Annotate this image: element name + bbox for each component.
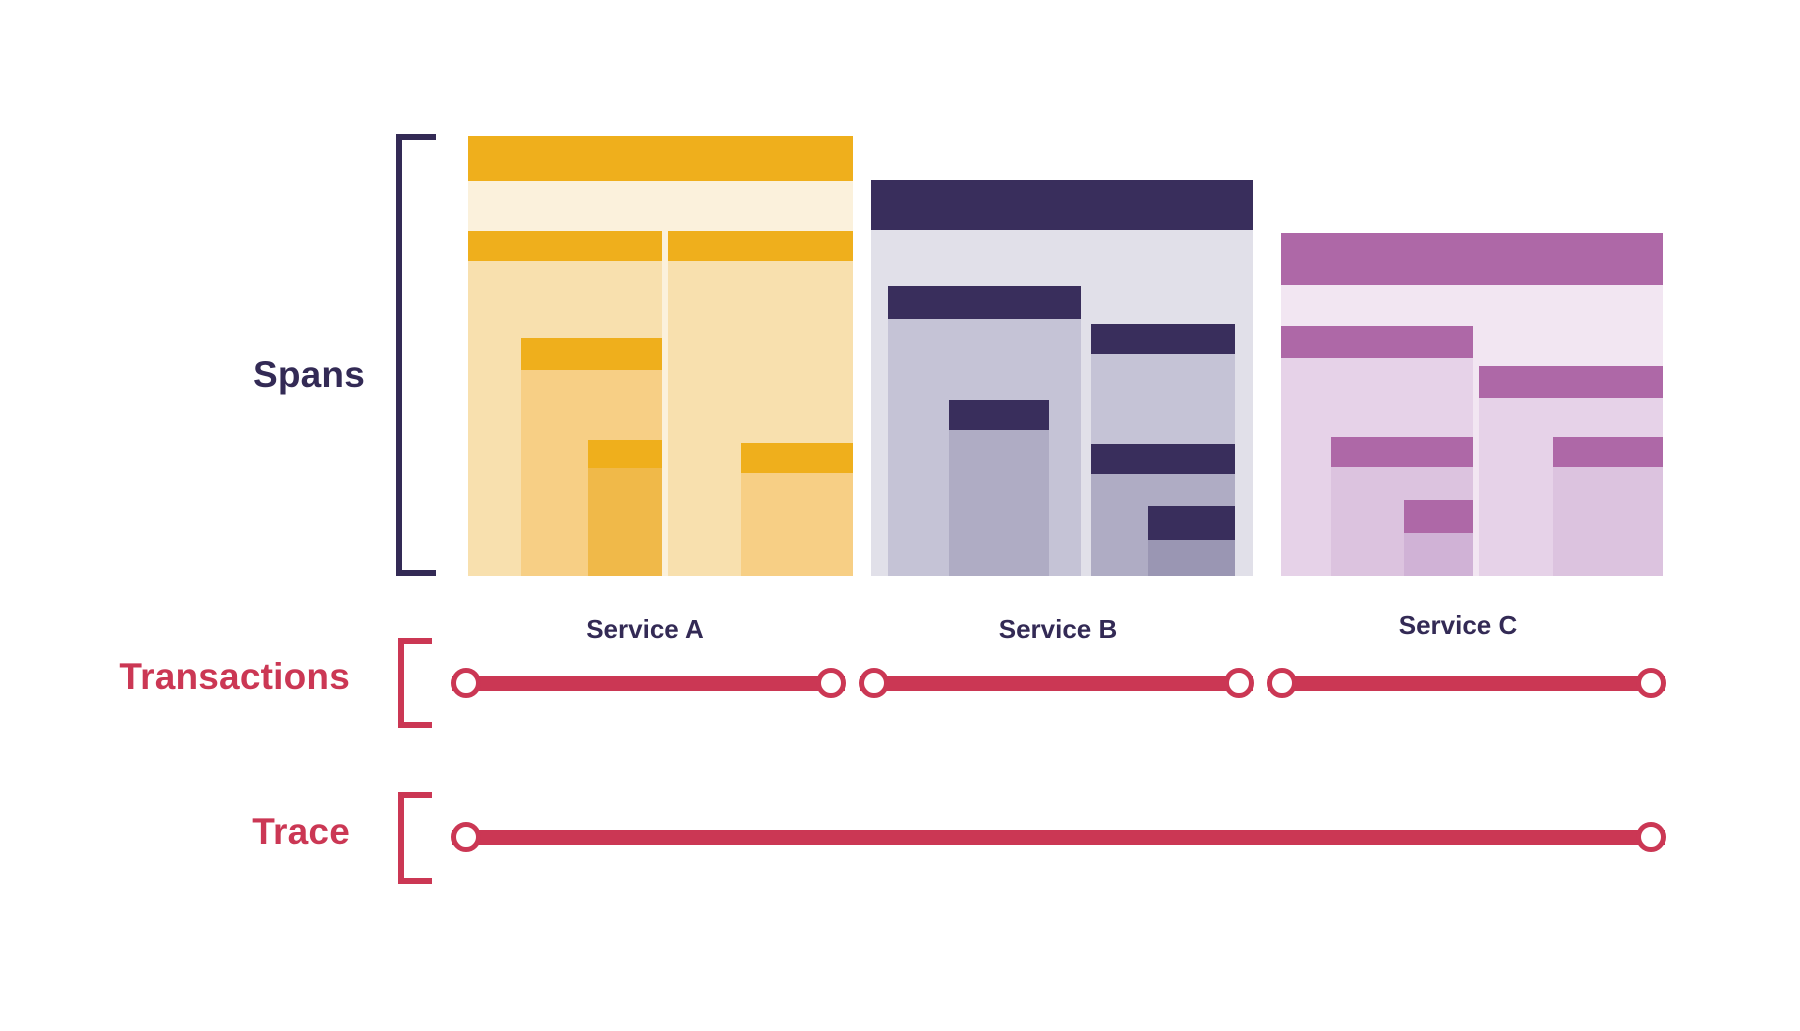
trace-span-start-node[interactable]	[451, 822, 481, 852]
span-a-1-1-1-header	[588, 440, 662, 468]
transaction-c-start-node[interactable]	[1267, 668, 1297, 698]
transaction-b-bar	[860, 676, 1253, 691]
spans-bracket	[396, 134, 436, 576]
span-b-1-1-header	[949, 400, 1049, 430]
service-label-service-c: Service C	[1398, 610, 1518, 640]
transaction-a[interactable]	[451, 668, 846, 698]
trace-span-bar	[452, 830, 1665, 845]
span-a-1-header	[468, 231, 662, 261]
row-label-spans: Spans	[252, 354, 365, 395]
transaction-b-end-node[interactable]	[1224, 668, 1254, 698]
spans-waterfall	[468, 136, 1663, 576]
span-c-1-1-1-header	[1404, 500, 1473, 533]
row-label-transactions: Transactions	[119, 656, 350, 697]
span-a-2-1-header	[741, 443, 853, 473]
transaction-b[interactable]	[859, 668, 1254, 698]
span-b-root-header	[871, 180, 1253, 230]
span-a-1-1-header	[521, 338, 662, 370]
service-label-service-a: Service A	[586, 614, 704, 644]
span-c-1-header	[1281, 326, 1473, 358]
span-b-2-header	[1091, 324, 1235, 354]
trace-span-end-node[interactable]	[1636, 822, 1666, 852]
transactions-bracket	[398, 638, 432, 728]
transaction-a-bar	[452, 676, 845, 691]
transaction-c-bar	[1268, 676, 1665, 691]
span-c-2-header	[1479, 366, 1663, 398]
span-c-1-1-1[interactable]	[1404, 500, 1473, 576]
span-c-2-1[interactable]	[1553, 437, 1663, 576]
span-b-1-1[interactable]	[949, 400, 1049, 576]
span-c-root-header	[1281, 233, 1663, 285]
row-label-trace: Trace	[252, 811, 350, 852]
span-b-2-1-1[interactable]	[1148, 506, 1235, 576]
transaction-c-end-node[interactable]	[1636, 668, 1666, 698]
span-c-1-1-header	[1331, 437, 1473, 467]
span-a-2-1[interactable]	[741, 443, 853, 576]
trace-span[interactable]	[451, 822, 1666, 852]
transaction-b-start-node[interactable]	[859, 668, 889, 698]
span-a-root-header	[468, 136, 853, 181]
span-c-2-1-header	[1553, 437, 1663, 467]
trace-bracket	[398, 792, 432, 884]
span-b-2-1-1-header	[1148, 506, 1235, 540]
transaction-c[interactable]	[1267, 668, 1666, 698]
service-label-service-b: Service B	[998, 614, 1118, 644]
span-a-2-header	[668, 231, 853, 261]
transaction-a-start-node[interactable]	[451, 668, 481, 698]
span-b-2-1-header	[1091, 444, 1235, 474]
span-b-1-header	[888, 286, 1081, 319]
span-a-1-1-1[interactable]	[588, 440, 662, 576]
transaction-a-end-node[interactable]	[816, 668, 846, 698]
